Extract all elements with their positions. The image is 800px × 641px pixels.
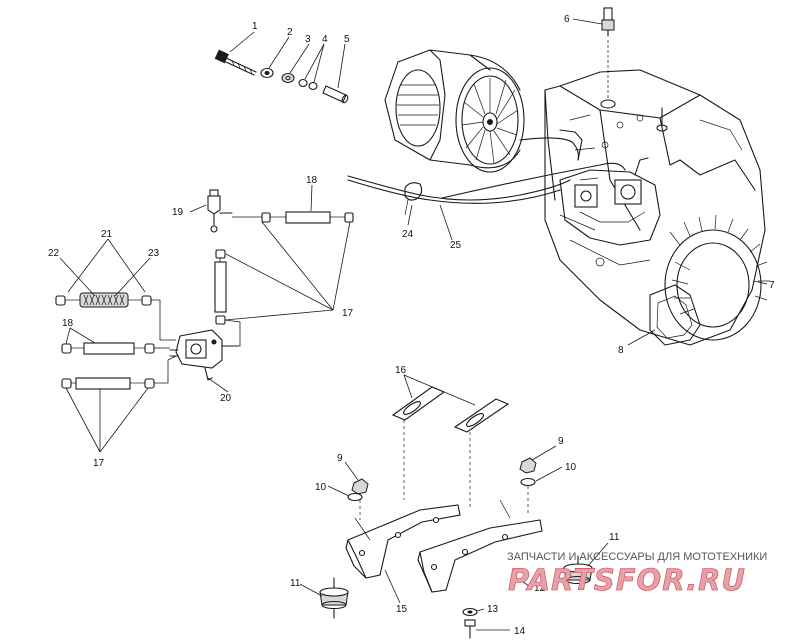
o-rings — [298, 78, 318, 91]
mount-spacers — [391, 386, 510, 510]
callout-20: 20 — [220, 393, 232, 404]
callout-2: 2 — [287, 27, 293, 38]
callout-16: 16 — [395, 365, 407, 376]
callout-4: 4 — [322, 34, 328, 45]
callout-3: 3 — [305, 34, 311, 45]
fuel-system — [55, 189, 354, 390]
bolt-stack — [214, 49, 349, 104]
fuel-hose-vertical — [214, 249, 227, 325]
carburetor — [559, 129, 661, 246]
rubber-mount-left — [319, 577, 349, 619]
mount-bracket-left — [345, 504, 461, 579]
callout-22: 22 — [48, 248, 60, 259]
fuel-pump — [169, 329, 239, 381]
drive-clutch — [384, 49, 525, 173]
callout-12: 12 — [534, 583, 546, 594]
fuel-filter-assembly — [55, 292, 152, 308]
callout-23: 23 — [148, 248, 160, 259]
mount-bracket-right — [417, 499, 543, 593]
callout-10-left: 10 — [315, 482, 327, 493]
washer — [260, 67, 274, 79]
callout-14: 14 — [514, 626, 526, 637]
control-cables — [347, 137, 626, 216]
callout-17-lower: 17 — [93, 458, 105, 469]
fuel-hose-middle — [61, 342, 155, 355]
spark-plug — [600, 7, 616, 109]
watermark-tagline: ЗАПЧАСТИ И АКСЕССУАРЫ ДЛЯ МОТОТЕХНИКИ — [507, 551, 767, 563]
callout-11-left: 11 — [290, 578, 301, 589]
nut-washer-left — [347, 478, 369, 520]
callout-19: 19 — [172, 207, 184, 218]
callout-6: 6 — [564, 14, 570, 25]
callout-25: 25 — [450, 240, 462, 251]
callout-18-top: 18 — [306, 175, 318, 186]
callout-8: 8 — [618, 345, 624, 356]
callout-13: 13 — [487, 604, 499, 615]
callout-11-right: 11 — [609, 532, 620, 543]
callout-24: 24 — [402, 229, 414, 240]
callout-numbers: 1 2 3 4 5 6 7 8 9 9 10 10 11 11 12 13 14… — [48, 14, 775, 637]
nut — [281, 73, 295, 83]
watermark-logo: PARTSFOR.RU — [508, 563, 746, 597]
callout-21: 21 — [101, 229, 113, 240]
callout-10-right: 10 — [565, 462, 577, 473]
callout-5: 5 — [344, 34, 350, 45]
rubber-mount-right — [563, 555, 593, 585]
stud-bolt — [656, 107, 668, 132]
spacer-sleeve — [322, 85, 349, 104]
callout-9-left: 9 — [337, 453, 343, 464]
callout-1: 1 — [252, 21, 258, 32]
callout-15: 15 — [396, 604, 408, 615]
nut-washer-right — [519, 457, 537, 515]
watermark: ЗАПЧАСТИ И АКСЕССУАРЫ ДЛЯ МОТОТЕХНИКИ PA… — [507, 551, 767, 597]
fuel-hose-top — [232, 211, 354, 224]
leader-lines — [59, 18, 768, 631]
callout-17-upper: 17 — [342, 308, 354, 319]
fan-housing — [664, 214, 770, 341]
engine-block — [544, 69, 766, 346]
callout-18-left: 18 — [62, 318, 74, 329]
cover-plate — [649, 284, 701, 346]
elbow-fitting — [207, 189, 233, 233]
callout-7: 7 — [769, 280, 775, 291]
callout-9-right: 9 — [558, 436, 564, 447]
washer-bolt-bottom — [462, 607, 478, 639]
bolt — [214, 49, 257, 76]
fuel-hose-lower — [61, 377, 155, 390]
